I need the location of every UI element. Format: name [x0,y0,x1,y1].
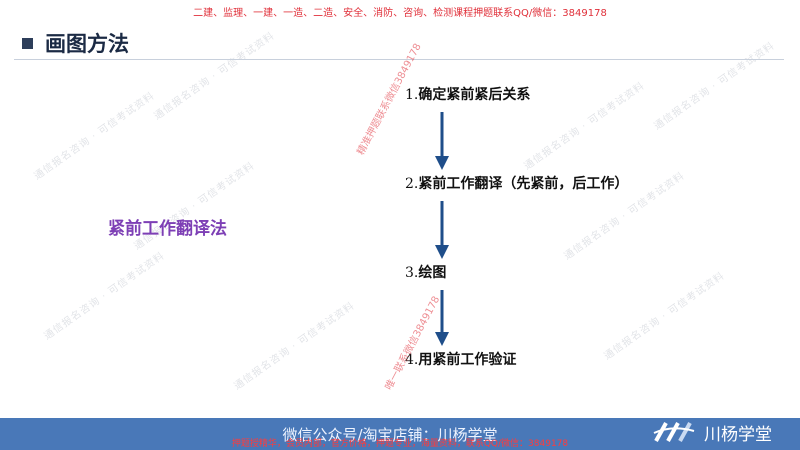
footer-contact-text: 押题授精华，会员内部，官方价格，押题专业，海量资料，联系QQ/微信：384917… [231,439,569,449]
background-watermark: 通信报名咨询 · 可信考试资料 [42,250,168,343]
method-label: 紧前工作翻译法 [108,219,227,239]
brand-name: 川杨学堂 [704,424,772,445]
page-title: 画图方法 [45,32,129,56]
header-divider [14,59,784,60]
step-number: 4. [405,352,419,368]
step-text: 绘图 [418,265,447,281]
footer-account-text: 微信公众号/淘宝店铺：川杨学堂 [282,426,498,444]
background-watermark: 通信报名咨询 · 可信考试资料 [152,30,278,123]
flow-step-1: 1.确定紧前紧后关系 [405,84,530,104]
step-text: 用紧前工作验证 [418,352,517,368]
brand-logo: 川杨学堂 [652,419,772,445]
background-watermark: 通信报名咨询 · 可信考试资料 [602,270,728,363]
slide-header: 画图方法 [22,28,129,58]
step-number: 1. [405,87,419,103]
background-watermark: 通信报名咨询 · 可信考试资料 [522,80,648,173]
flow-step-2: 2.紧前工作翻译（先紧前，后工作） [405,173,628,193]
arrow-down-icon [435,290,449,346]
step-number: 2. [405,176,419,192]
step-number: 3. [405,265,419,281]
background-watermark: 通信报名咨询 · 可信考试资料 [232,300,358,393]
flow-step-3: 3.绘图 [405,262,446,282]
arrow-down-icon [435,112,449,170]
square-bullet-icon [22,37,33,49]
top-contact-banner: 二建、监理、一建、一造、二造、安全、消防、咨询、检测课程押题联系QQ/微信：38… [193,8,607,19]
flow-step-4: 4.用紧前工作验证 [405,349,516,369]
chuanyang-logo-icon [653,422,695,442]
step-text: 紧前工作翻译（先紧前，后工作） [418,176,629,192]
watermark-lower: 唯一联系微信3849178 [383,294,443,393]
background-watermark: 通信报名咨询 · 可信考试资料 [652,40,778,133]
step-text: 确定紧前紧后关系 [418,87,531,103]
background-watermark: 通信报名咨询 · 可信考试资料 [32,90,158,183]
footer-bar [0,418,800,450]
arrow-down-icon [435,201,449,259]
